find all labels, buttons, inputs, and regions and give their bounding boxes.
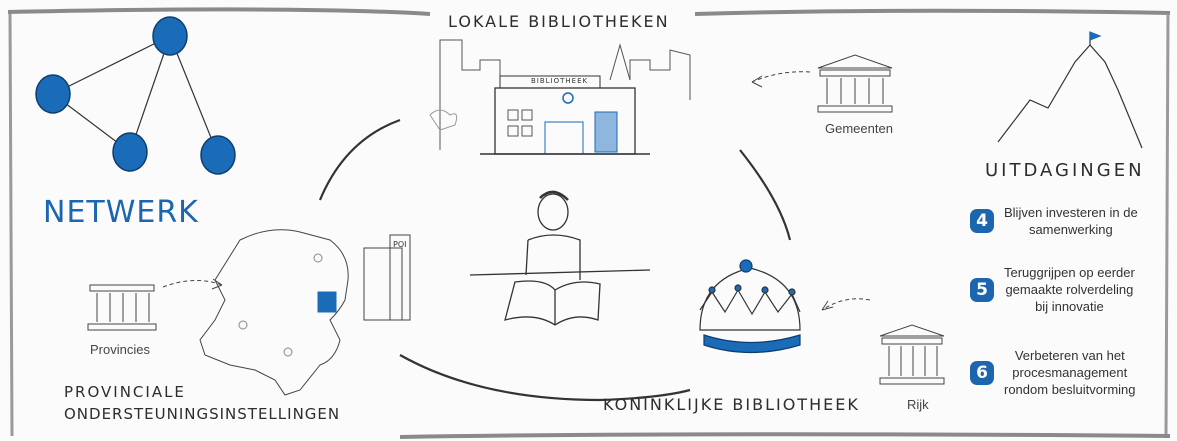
mountain-drawing: [997, 31, 1143, 149]
challenge-number-badge: 5: [970, 277, 994, 302]
title-provincial-line1: PROVINCIALE: [64, 383, 186, 401]
label-provinces: Provincies: [90, 342, 150, 357]
title-provincial-line2: ONDERSTEUNINGSINSTELLINGEN: [64, 405, 341, 423]
arrow-gemeenten: [751, 71, 811, 83]
network-graph: [35, 16, 236, 175]
challenge-text: Verbeteren van het procesmanagement rond…: [1004, 348, 1136, 397]
building-icon-provincies: [87, 284, 157, 331]
label-municipalities: Gemeenten: [825, 121, 893, 136]
border-top-right: [694, 8, 1171, 16]
arc-bottom: [399, 354, 691, 402]
network-node: [35, 74, 71, 114]
title-challenges: UITDAGINGEN: [985, 160, 1145, 181]
arc-right-top: [739, 149, 792, 241]
border-left: [8, 13, 14, 437]
library-sign: BIBLIOTHEEK: [531, 77, 589, 85]
arc-left-top: [318, 118, 401, 201]
challenge-text: Teruggrijpen op eerder gemaakte rolverde…: [1004, 265, 1135, 314]
challenge-item: 5 Teruggrijpen op eerder gemaakte rolver…: [970, 264, 1135, 315]
border-top-left: [7, 7, 431, 16]
title-network: NETWERK: [43, 195, 199, 230]
border-bottom: [399, 432, 1171, 439]
network-node: [152, 16, 188, 56]
netherlands-map-drawing: [199, 229, 411, 396]
challenge-number-badge: 6: [970, 360, 994, 385]
challenge-item: 6 Verbeteren van het procesmanagement ro…: [970, 347, 1136, 398]
building-icon-gemeenten: [817, 54, 893, 113]
challenge-text: Blijven investeren in de samenwerking: [1004, 205, 1138, 237]
arrow-provincies: [162, 280, 223, 288]
crown-drawing: [699, 259, 801, 354]
building-icon-rijk: [879, 324, 945, 385]
label-state: Rijk: [907, 397, 929, 412]
poi-sign: POI: [393, 240, 407, 249]
title-royal-library: KONINKLIJKE BIBLIOTHEEK: [603, 395, 860, 414]
challenge-item: 4 Blijven investeren in de samenwerking: [970, 204, 1138, 238]
challenge-number-badge: 4: [970, 209, 994, 233]
network-node: [200, 135, 236, 175]
network-node: [112, 132, 148, 172]
library-building-drawing: [429, 39, 691, 155]
arrow-rijk: [821, 298, 871, 311]
reader-drawing: [469, 190, 651, 326]
title-local-libraries: LOKALE BIBLIOTHEKEN: [448, 12, 670, 31]
border-right: [1164, 13, 1170, 437]
